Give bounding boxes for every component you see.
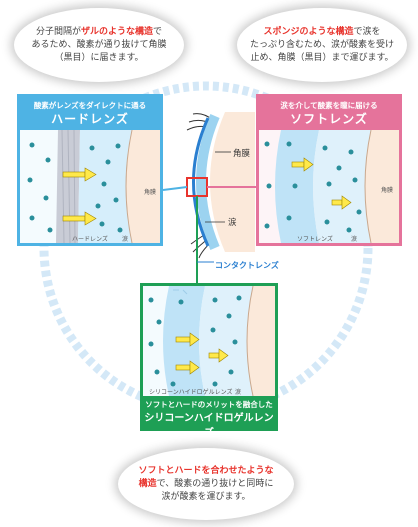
cornea-label: 角膜 — [144, 189, 157, 196]
bubble-text: 涙が酸素を運びます。 — [161, 491, 251, 502]
oxygen-flow-arrow — [62, 211, 97, 226]
silicone-lens-panel-header: ソフトとハードのメリットを融合した シリコーンハイドロゲルレンズ — [143, 396, 275, 439]
panel-subtitle: 酸素がレンズをダイレクトに通る — [33, 101, 147, 110]
silicone-lens-illustration — [143, 286, 275, 396]
panel-subtitle: 涙を介して酸素を瞳に届ける — [280, 101, 378, 110]
hard-lens-panel-header: 酸素がレンズをダイレクトに通る ハードレンズ — [20, 97, 160, 130]
panel-title: ハードレンズ — [51, 112, 129, 126]
lens-label: ハードレンズ — [72, 236, 108, 243]
bubble-text: （黒目）に届きます。 — [54, 52, 144, 63]
bubble-text: 止め、角膜（黒目）まで運びます。 — [250, 52, 394, 63]
bubble-highlight: 構造 — [138, 478, 157, 489]
bubble-highlight: ソフトとハードを合わせたような — [138, 465, 274, 476]
hard-lens-panel: 酸素がレンズをダイレクトに通る ハードレンズ — [17, 94, 163, 246]
soft-lens-speech-bubble: スポンジのような構造で涙を たっぷり含むため、涙が酸素を受け 止め、角膜（黒目）… — [237, 8, 407, 82]
oxygen-flow-arrow — [175, 332, 200, 347]
tear-label: 涙 — [351, 236, 358, 243]
tear-label: 涙 — [235, 389, 242, 396]
bubble-text: たっぷり含むため、涙が酸素を受け — [249, 39, 394, 50]
contact-lens-label: コンタクトレンズ — [215, 261, 279, 270]
oxygen-flow-arrow — [291, 157, 314, 172]
bubble-text: で涙を — [353, 26, 381, 37]
oxygen-molecules — [264, 141, 362, 233]
oxygen-flow-arrow — [62, 167, 97, 182]
bubble-highlight: ザルのような構造 — [80, 26, 153, 37]
tear-label: 涙 — [122, 236, 129, 243]
oxygen-molecules — [148, 295, 242, 387]
oxygen-flow-arrow — [208, 348, 229, 363]
soft-lens-panel: 涙を介して酸素を瞳に届ける ソフトレンズ ソフトレンズ 涙 角膜 — [256, 94, 402, 246]
oxygen-flow-arrow — [175, 360, 200, 375]
oxygen-molecules — [27, 142, 123, 233]
oxygen-flow-arrow — [331, 195, 352, 210]
soft-lens-illustration — [259, 130, 399, 243]
silicone-hydrogel-lens-panel: シリコーンハイドロゲルレンズ 涙 ソフトとハードのメリットを融合した シリコーン… — [140, 283, 278, 439]
bubble-text: で、酸素の通り抜けと同時に — [156, 478, 274, 489]
tear-label: 涙 — [228, 218, 237, 228]
cornea-label: 角膜 — [233, 149, 251, 159]
lens-label: ソフトレンズ — [297, 236, 333, 243]
lens-label: シリコーンハイドロゲルレンズ — [149, 389, 233, 396]
hard-lens-speech-bubble: 分子間隔がザルのような構造で あるため、酸素が通り抜けて角膜 （黒目）に届きます… — [14, 8, 184, 82]
bubble-highlight: スポンジのような構造 — [263, 26, 354, 37]
panel-subtitle: ソフトとハードのメリットを融合した — [145, 400, 273, 409]
bubble-text: 分子間隔が — [35, 26, 81, 37]
panel-title: ソフトレンズ — [290, 112, 368, 126]
silicone-lens-speech-bubble: ソフトとハードを合わせたような 構造で、酸素の通り抜けと同時に 涙が酸素を運びま… — [118, 448, 294, 520]
bubble-text: で — [153, 26, 163, 37]
panel-title: シリコーンハイドロゲルレンズ — [144, 413, 274, 439]
soft-lens-panel-header: 涙を介して酸素を瞳に届ける ソフトレンズ — [259, 97, 399, 130]
cornea-label: 角膜 — [381, 187, 394, 194]
hard-lens-illustration — [20, 130, 160, 243]
bubble-text: あるため、酸素が通り抜けて角膜 — [31, 39, 167, 50]
